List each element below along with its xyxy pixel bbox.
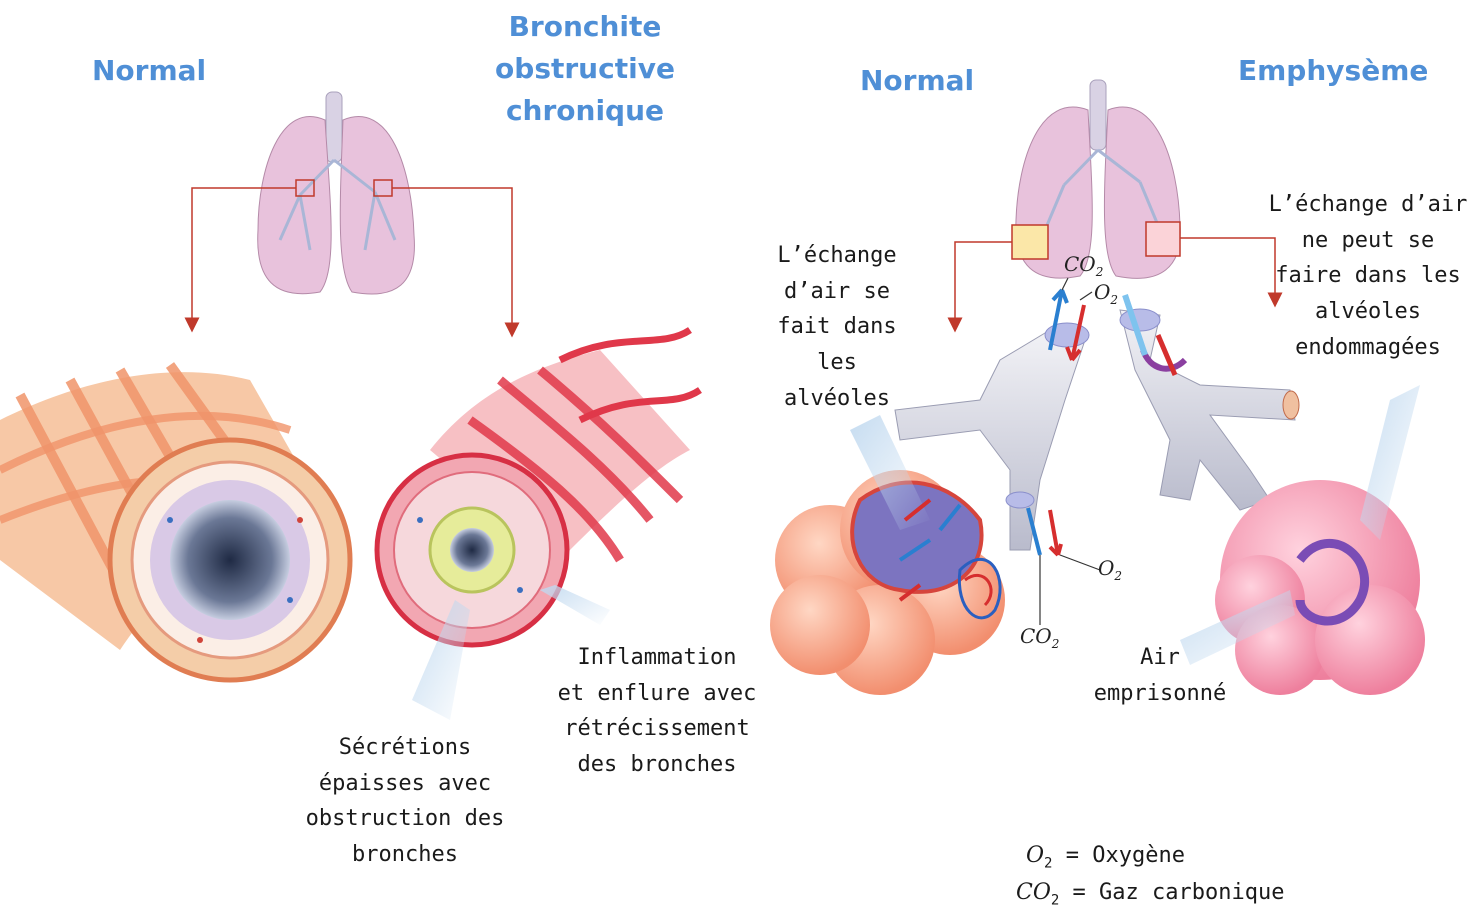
title-normal-right: Normal <box>860 60 974 102</box>
label-line: faire dans les <box>1268 258 1468 294</box>
gas-sub: 2 <box>1052 637 1060 651</box>
legend: O2 = Oxygène CO2 = Gaz carbonique <box>1026 838 1284 912</box>
label-inflammation: Inflammation et enflure avec rétrécissem… <box>552 640 762 783</box>
label-line: et enflure avec <box>552 676 762 712</box>
label-line: les alvéoles <box>762 345 912 416</box>
label-line: Sécrétions <box>300 730 510 766</box>
gas-sub: 2 <box>1096 265 1104 279</box>
left-lungs <box>258 92 415 294</box>
label-line: bronches <box>300 837 510 873</box>
title-emphysema: Emphysème <box>1238 50 1428 92</box>
label-line: L’échange d’air <box>1268 187 1468 223</box>
label-line: endommagées <box>1268 330 1468 366</box>
gas-label-o2-top: O2 <box>1094 280 1118 307</box>
label-line: des bronches <box>552 747 762 783</box>
gas-symbol: O <box>1094 280 1110 304</box>
legend-co2-symbol: CO <box>1016 880 1051 905</box>
legend-co2-text: = Gaz carbonique <box>1059 880 1284 905</box>
legend-co2: CO2 = Gaz carbonique <box>1016 875 1284 912</box>
gas-label-o2-mid: O2 <box>1098 556 1122 583</box>
leader-co2-top <box>1062 278 1068 290</box>
label-line: Air <box>1080 640 1240 676</box>
gas-symbol: O <box>1098 556 1114 580</box>
bronchitis-bronchus <box>377 330 700 645</box>
label-line: emprisonné <box>1080 676 1240 712</box>
label-line: Inflammation <box>552 640 762 676</box>
label-exchange-bad: L’échange d’air ne peut se faire dans le… <box>1268 187 1468 365</box>
title-bronchitis-line: obstructive <box>470 48 700 90</box>
pointer-emphysema <box>1180 238 1275 300</box>
normal-bronchus <box>0 365 350 680</box>
leader-o2-mid <box>1060 555 1100 570</box>
label-exchange-ok: L’échange d’air se fait dans les alvéole… <box>762 238 912 416</box>
legend-o2-symbol: O <box>1026 843 1044 868</box>
label-line: d’air se <box>762 274 912 310</box>
title-bronchitis: Bronchite obstructive chronique <box>470 6 700 132</box>
gas-sub: 2 <box>1110 293 1118 307</box>
label-line: rétrécissement <box>552 711 762 747</box>
legend-o2: O2 = Oxygène <box>1026 838 1284 875</box>
label-line: épaisses avec <box>300 766 510 802</box>
label-trapped-air: Air emprisonné <box>1080 640 1240 711</box>
legend-o2-text: = Oxygène <box>1052 843 1184 868</box>
gas-symbol: CO <box>1064 252 1096 276</box>
label-secretions: Sécrétions épaisses avec obstruction des… <box>300 730 510 873</box>
title-bronchitis-line: chronique <box>470 90 700 132</box>
gas-label-co2-top: CO2 <box>1064 252 1103 279</box>
label-line: ne peut se <box>1268 223 1468 259</box>
leader-o2-top <box>1080 292 1092 300</box>
title-normal-left: Normal <box>92 50 206 92</box>
gas-label-co2-bottom: CO2 <box>1020 624 1059 651</box>
gas-sub: 2 <box>1114 569 1122 583</box>
label-line: L’échange <box>762 238 912 274</box>
label-line: obstruction des <box>300 801 510 837</box>
pointer-normal-right <box>955 242 1012 325</box>
title-bronchitis-line: Bronchite <box>470 6 700 48</box>
label-line: alvéoles <box>1268 294 1468 330</box>
gas-symbol: CO <box>1020 624 1052 648</box>
right-lungs <box>1012 80 1180 278</box>
label-line: fait dans <box>762 309 912 345</box>
